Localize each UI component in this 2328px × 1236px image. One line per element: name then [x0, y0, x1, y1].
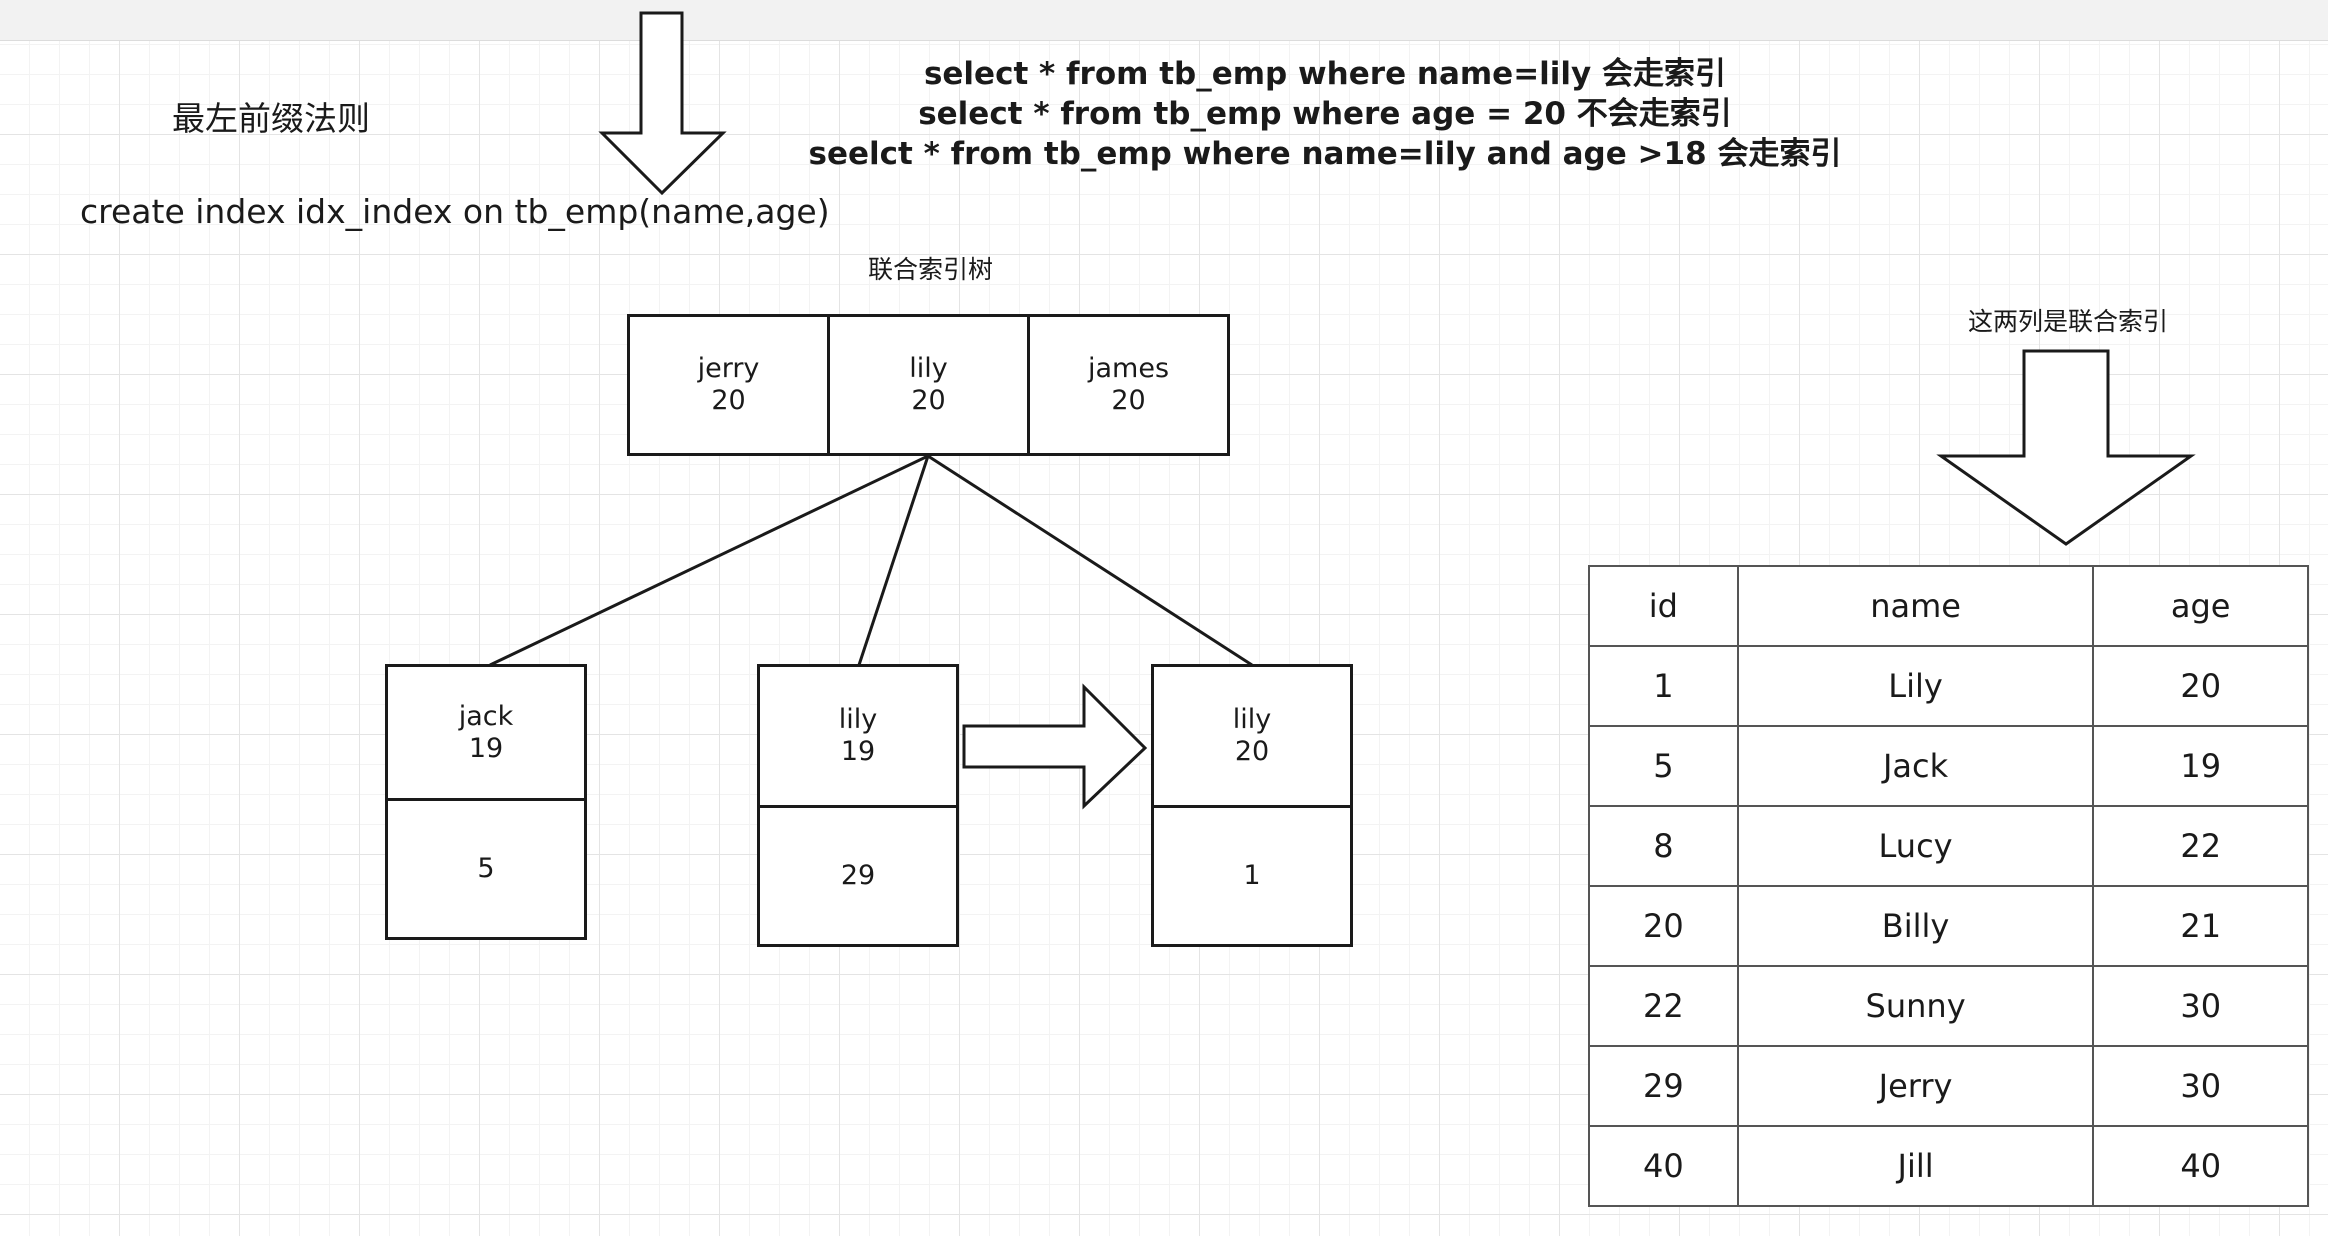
query-line: select * from tb_emp where age = 20 不会走索…	[918, 96, 1732, 132]
node-id: 5	[477, 853, 495, 884]
table-cell: 40	[2092, 1125, 2309, 1207]
table-cell: 20	[1588, 885, 1739, 967]
table-row: 29 Jerry 30	[1588, 1045, 2309, 1127]
leaf-node-key: lily 20	[1151, 664, 1353, 808]
table-row: 20 Billy 21	[1588, 885, 2309, 967]
table-cell: Jill	[1736, 1125, 2095, 1207]
node-age: 20	[1234, 736, 1270, 767]
leaf-node-key: lily 19	[757, 664, 959, 808]
page-title: 最左前缀法则	[172, 99, 370, 138]
table-cell: Lily	[1736, 645, 2095, 727]
create-index-statement: create index idx_index on tb_emp(name,ag…	[80, 192, 830, 231]
table-row: 8 Lucy 22	[1588, 805, 2309, 887]
node-age: 19	[468, 732, 504, 764]
node-name: james	[1087, 353, 1170, 384]
query-line: seelct * from tb_emp where name=lily and…	[808, 136, 1842, 172]
table-row: 22 Sunny 30	[1588, 965, 2309, 1047]
tree-edge	[927, 454, 1253, 667]
node-id: 29	[840, 860, 876, 891]
table-cell: 8	[1588, 805, 1739, 887]
top-bar	[0, 0, 2328, 41]
node-name: jerry	[697, 353, 760, 384]
leaf-node-key: jack 19	[385, 664, 587, 801]
table-cell: 5	[1588, 725, 1739, 807]
node-name: jack	[458, 700, 514, 732]
leaf-node-id: 5	[385, 798, 587, 940]
table-cell: 21	[2092, 885, 2309, 967]
table-cell: 1	[1588, 645, 1739, 727]
node-name: lily	[1232, 704, 1272, 735]
node-id: 1	[1243, 860, 1261, 891]
node-age: 20	[911, 385, 946, 416]
table-cell: 30	[2092, 965, 2309, 1047]
leaf-node-id: 29	[757, 805, 959, 947]
root-node-cell: jerry 20	[627, 314, 830, 456]
table-cell: Jerry	[1736, 1045, 2095, 1127]
table-row: 5 Jack 19	[1588, 725, 2309, 807]
column-header: name	[1736, 565, 2095, 647]
arrow-down-icon	[1936, 349, 2196, 546]
employee-table: id name age 1 Lily 20 5 Jack 19 8 Lucy 2…	[1588, 565, 2309, 1207]
column-header: age	[2092, 565, 2309, 647]
root-node-cell: james 20	[1027, 314, 1230, 456]
query-line: select * from tb_emp where name=lily 会走索…	[923, 56, 1727, 92]
table-cell: 22	[2092, 805, 2309, 887]
table-cell: Billy	[1736, 885, 2095, 967]
table-label: 这两列是联合索引	[1968, 307, 2169, 336]
table-cell: Lucy	[1736, 805, 2095, 887]
table-cell: 19	[2092, 725, 2309, 807]
root-node-cell: lily 20	[827, 314, 1030, 456]
tree-edge	[489, 454, 929, 667]
node-age: 19	[840, 736, 876, 767]
table-cell: Sunny	[1736, 965, 2095, 1047]
node-age: 20	[711, 385, 746, 416]
node-age: 20	[1111, 385, 1146, 416]
node-name: lily	[909, 353, 948, 384]
leaf-node-id: 1	[1151, 805, 1353, 947]
table-cell: 29	[1588, 1045, 1739, 1127]
tree-edge	[857, 455, 930, 666]
table-cell: 22	[1588, 965, 1739, 1047]
arrow-right-icon	[962, 683, 1148, 810]
table-row: 40 Jill 40	[1588, 1125, 2309, 1207]
query-list: select * from tb_emp where name=lily 会走索…	[800, 54, 1850, 174]
tree-label: 联合索引树	[868, 255, 994, 284]
table-header-row: id name age	[1588, 565, 2309, 647]
table-cell: 30	[2092, 1045, 2309, 1127]
node-name: lily	[838, 704, 878, 735]
table-cell: Jack	[1736, 725, 2095, 807]
table-cell: 20	[2092, 645, 2309, 727]
column-header: id	[1588, 565, 1739, 647]
table-cell: 40	[1588, 1125, 1739, 1207]
table-row: 1 Lily 20	[1588, 645, 2309, 727]
arrow-down-icon	[598, 11, 727, 196]
